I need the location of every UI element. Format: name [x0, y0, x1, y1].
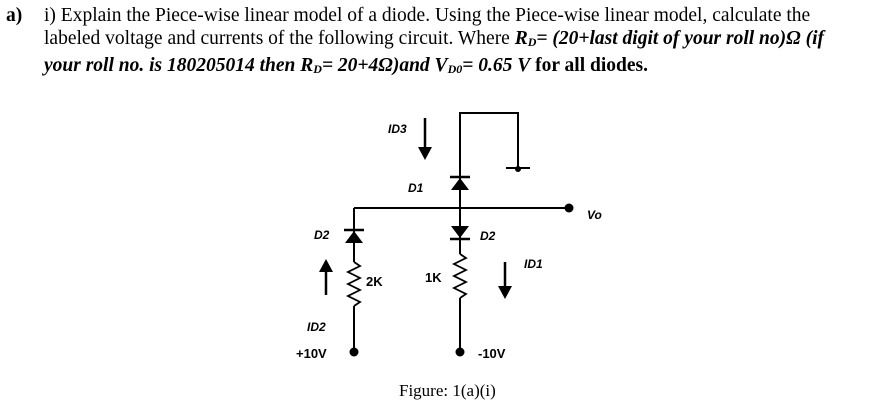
figure-caption: Figure: 1(a)(i) [399, 381, 496, 400]
diode-d2-right-icon [450, 226, 470, 241]
question-line-3-d: for all diodes. [530, 55, 648, 76]
vo-terminal-icon [564, 203, 574, 213]
label-plus10v: +10V [296, 346, 327, 361]
resistor-2k-icon [345, 261, 363, 307]
question-line-2-plain: labeled voltage and currents of the foll… [44, 28, 515, 49]
current-id1-arrow-icon [498, 262, 512, 299]
question-line-3: your roll no. is 180205014 then RD= 20+4… [44, 54, 876, 81]
rd-subscript-2: D [313, 62, 322, 76]
resistor-1k-icon [451, 253, 469, 299]
label-d2-left: D2 [314, 228, 330, 242]
label-1k: 1K [425, 270, 442, 285]
current-id2-arrow-icon [319, 259, 333, 295]
label-id2: ID2 [307, 320, 326, 334]
question-line-2-rest: = (20+last digit of your roll no)Ω (if [536, 28, 824, 49]
question-block: a) i) Explain the Piece-wise linear mode… [6, 4, 876, 81]
label-d1: D1 [408, 181, 424, 195]
label-minus10v: -10V [478, 346, 506, 361]
question-line-3-a: your roll no. is 180205014 then R [44, 55, 314, 76]
current-id3-arrow-icon [418, 118, 432, 160]
vd0-subscript: D0 [447, 62, 463, 76]
question-line-3-c: = 0.65 V [462, 55, 531, 76]
ground-loop-wire [459, 112, 519, 168]
rd-subscript: D [527, 35, 537, 49]
rd-symbol: R [514, 28, 528, 49]
diode-d2-left-icon [344, 228, 364, 243]
label-vo: Vo [587, 208, 602, 222]
label-id1: ID1 [524, 257, 543, 271]
question-line-3-b: = 20+4Ω)and V [321, 55, 448, 76]
question-label: a) [6, 5, 23, 26]
minus10v-terminal-icon [455, 347, 465, 357]
plus10v-terminal-icon [349, 347, 359, 357]
label-2k: 2K [366, 274, 383, 289]
label-id3: ID3 [388, 122, 407, 136]
diode-d1-icon [450, 175, 470, 190]
label-d2-right: D2 [480, 229, 496, 243]
question-line-1: i) Explain the Piece-wise linear model o… [44, 5, 811, 26]
question-line-2: labeled voltage and currents of the foll… [44, 27, 876, 54]
question-text: i) Explain the Piece-wise linear model o… [44, 4, 876, 81]
ground-symbol-icon [515, 166, 521, 172]
